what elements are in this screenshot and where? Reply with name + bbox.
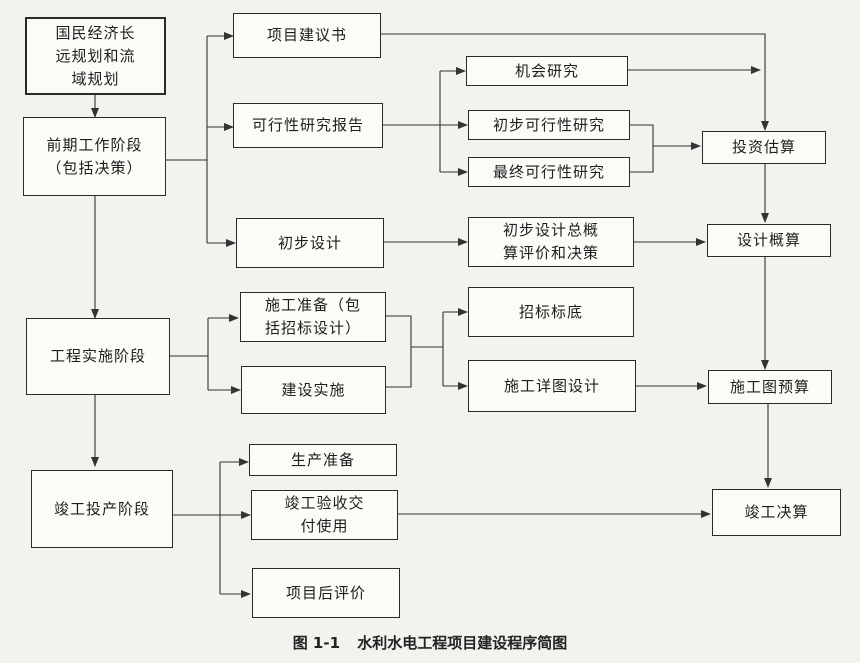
node-stage-impl: 工程实施阶段 <box>26 318 170 395</box>
node-design-review: 初步设计总概 算评价和决策 <box>468 217 634 267</box>
node-stage-plan: 国民经济长 远规划和流 域规划 <box>25 17 166 95</box>
figure-title: 水利水电工程项目建设程序简图 <box>357 634 568 652</box>
node-post-eval: 项目后评价 <box>252 568 400 618</box>
node-final-accounts: 竣工决算 <box>712 489 841 536</box>
node-prelim-design: 初步设计 <box>236 218 384 268</box>
figure-caption: 图 1-1 水利水电工程项目建设程序简图 <box>0 632 860 653</box>
node-investment-estimate: 投资估算 <box>702 131 826 164</box>
node-proposal: 项目建议书 <box>233 13 381 58</box>
node-feasibility: 可行性研究报告 <box>233 103 383 148</box>
node-drawing-budget: 施工图预算 <box>708 370 832 404</box>
node-stage-pre: 前期工作阶段 （包括决策） <box>23 117 166 196</box>
figure-number: 图 1-1 <box>292 634 341 652</box>
merge-impl <box>386 315 412 388</box>
node-final-feasibility: 最终可行性研究 <box>468 157 630 187</box>
node-production-prep: 生产准备 <box>249 444 397 476</box>
node-bidding: 招标标底 <box>468 287 634 337</box>
node-acceptance: 竣工验收交 付使用 <box>251 490 398 540</box>
merge-feasibility <box>630 124 654 173</box>
node-construction: 建设实施 <box>241 366 386 414</box>
node-opportunity: 机会研究 <box>466 56 628 86</box>
node-detail-design: 施工详图设计 <box>468 360 636 412</box>
node-construction-prep: 施工准备（包 括招标设计） <box>240 292 386 342</box>
arrow-proposal-down <box>381 33 769 131</box>
node-stage-done: 竣工投产阶段 <box>31 470 173 548</box>
node-prelim-feasibility: 初步可行性研究 <box>468 110 630 140</box>
node-design-budget: 设计概算 <box>707 224 831 257</box>
